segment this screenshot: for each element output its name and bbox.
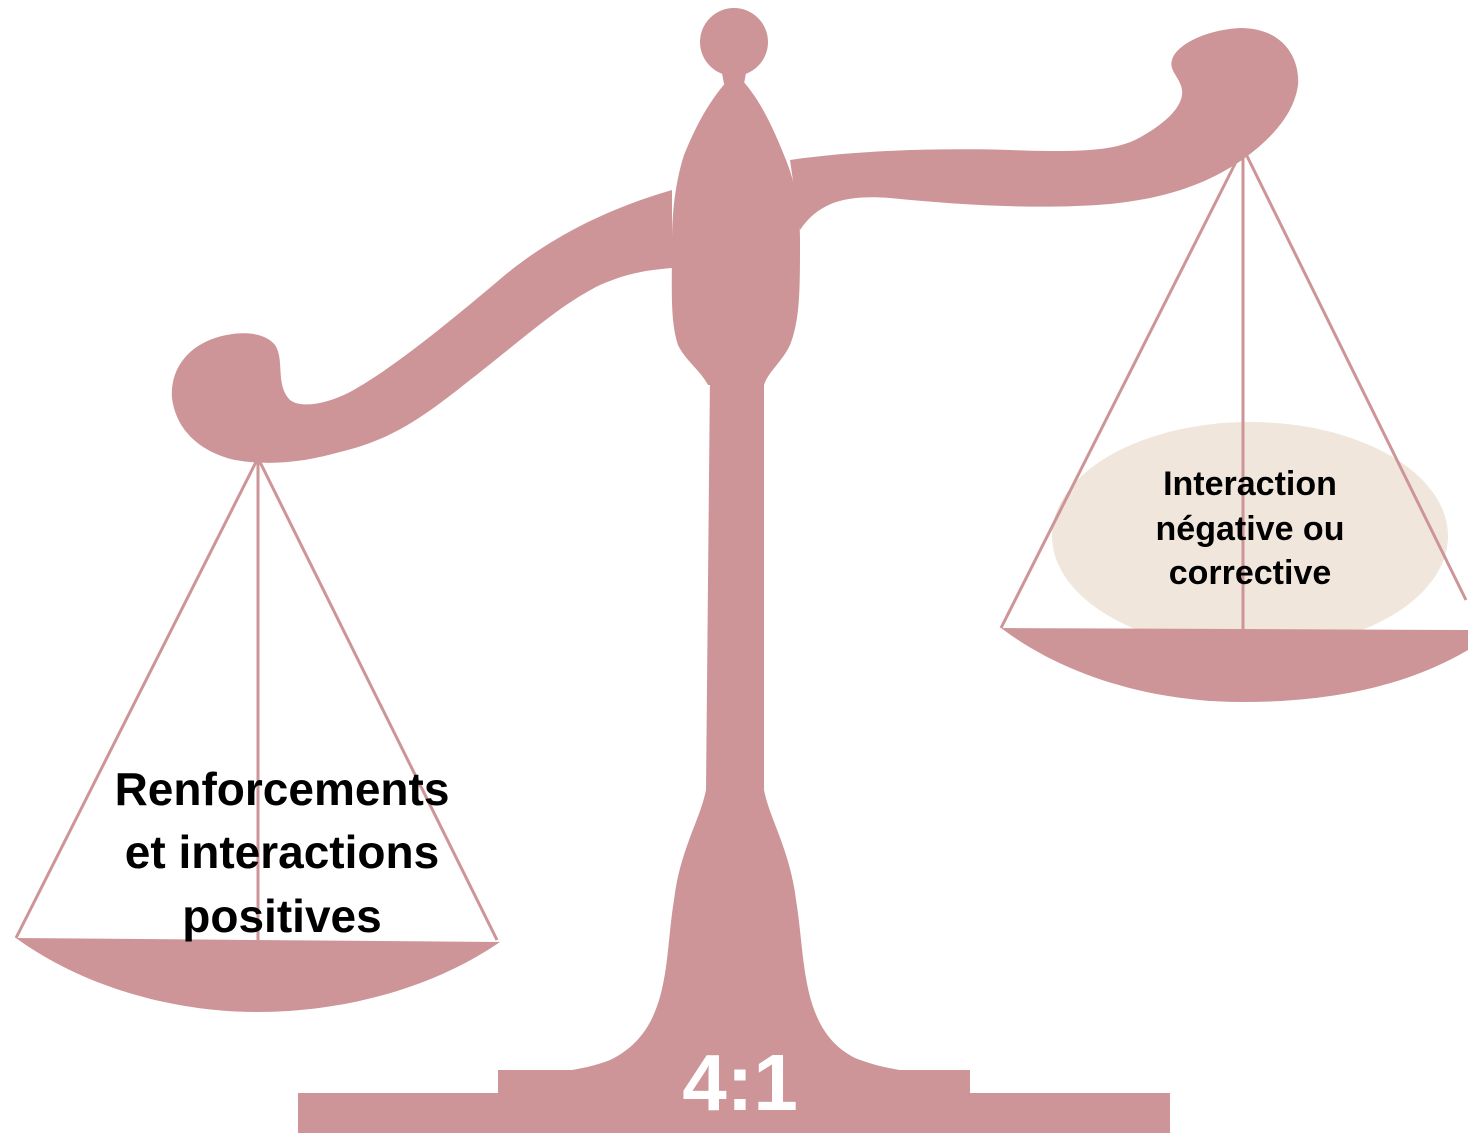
left-pan-label: Renforcements et interactions positives <box>115 763 450 942</box>
left-pan <box>16 938 500 1012</box>
left-label-line-1: Renforcements <box>115 763 450 815</box>
right-pan-strings <box>999 147 1468 630</box>
right-pan-weight <box>1052 422 1448 650</box>
right-label-line-1: Interaction <box>1163 465 1337 503</box>
scale-center-body <box>671 80 800 385</box>
scale-beam-right-arm <box>790 28 1299 230</box>
left-pan-strings <box>14 457 499 941</box>
right-label-line-2: négative ou <box>1156 510 1345 548</box>
scale-pillar <box>498 375 970 1078</box>
ratio-label: 4:1 <box>682 1038 798 1127</box>
left-label-line-2: et interactions <box>125 826 439 878</box>
left-label-line-3: positives <box>182 890 381 942</box>
scale-beam-left-arm <box>171 190 672 463</box>
right-pan-label: Interaction négative ou corrective <box>1156 465 1345 592</box>
right-label-line-3: corrective <box>1169 554 1332 592</box>
right-pan <box>1001 628 1468 702</box>
scale-finial <box>700 8 768 84</box>
